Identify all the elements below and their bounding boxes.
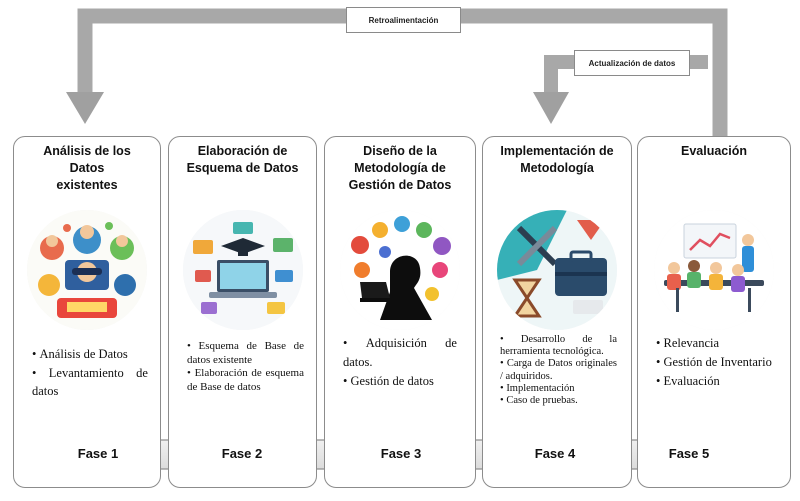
phase-label-5: Fase 5 <box>668 446 710 461</box>
woman-laptop-illustration <box>340 210 460 330</box>
bullet-item: Gestión de datos <box>343 372 457 391</box>
laptop-graduation-illustration <box>182 210 303 330</box>
phase-label-3: Fase 3 <box>380 446 422 461</box>
phase-label-2: Fase 2 <box>221 446 263 461</box>
bullet-item: Análisis de Datos <box>32 345 148 364</box>
bullet-item: Adquisición de datos. <box>343 334 457 372</box>
feedback-arrowhead <box>66 92 104 124</box>
phase-card-5: Evaluación Relevancia Gestión de Inventa… <box>637 136 791 488</box>
phase-card-3: Diseño de la Metodología de Gestión de D… <box>324 136 476 488</box>
data-analysis-illustration <box>27 210 147 330</box>
update-label: Actualización de datos <box>574 50 690 76</box>
phase-card-4: Implementación de Metodología Desarrollo… <box>482 136 632 488</box>
bullet-item: Evaluación <box>656 372 778 391</box>
phase-title: Implementación de Metodología <box>500 144 614 175</box>
tools-briefcase-illustration <box>497 210 617 330</box>
phase-bullets: Desarrollo de la herramienta tecnológica… <box>500 334 617 407</box>
phase-card-2: Elaboración de Esquema de Datos Esquema … <box>168 136 317 488</box>
update-arrowhead <box>533 92 569 124</box>
bullet-item: Relevancia <box>656 334 778 353</box>
bullet-item: Gestión de Inventario <box>656 353 778 372</box>
feedback-arrow <box>77 8 728 136</box>
bullet-item: Levantamiento de datos <box>32 364 148 401</box>
phase-title: Elaboración de Esquema de Datos <box>186 144 299 175</box>
phase-bullets: Esquema de Base de datos existente Elabo… <box>187 340 304 394</box>
phase-label-1: Fase 1 <box>77 446 119 461</box>
feedback-label: Retroalimentación <box>346 7 461 33</box>
team-meeting-illustration <box>654 210 774 330</box>
phase-bullets: Relevancia Gestión de Inventario Evaluac… <box>656 334 778 391</box>
phase-bullets: Adquisición de datos. Gestión de datos <box>343 334 457 391</box>
phase-title: Evaluación <box>681 144 747 158</box>
phase-card-1: Análisis de los Datos existentes Análisi… <box>13 136 161 488</box>
bullet-item: Elaboración de esquema de Base de datos <box>187 367 304 394</box>
bullet-item: Caso de pruebas. <box>500 395 617 407</box>
phase-title: Diseño de la Metodología de Gestión de D… <box>348 144 452 192</box>
bullet-item: Esquema de Base de datos existente <box>187 340 304 367</box>
phase-label-4: Fase 4 <box>534 446 576 461</box>
bullet-item: Carga de Datos originales / adquiridos. <box>500 358 617 382</box>
bullet-item: Implementación <box>500 383 617 395</box>
phase-bullets: Análisis de Datos Levantamiento de datos <box>32 345 148 401</box>
phase-title: Análisis de los Datos existentes <box>43 144 131 192</box>
bullet-item: Desarrollo de la herramienta tecnológica… <box>500 334 617 358</box>
